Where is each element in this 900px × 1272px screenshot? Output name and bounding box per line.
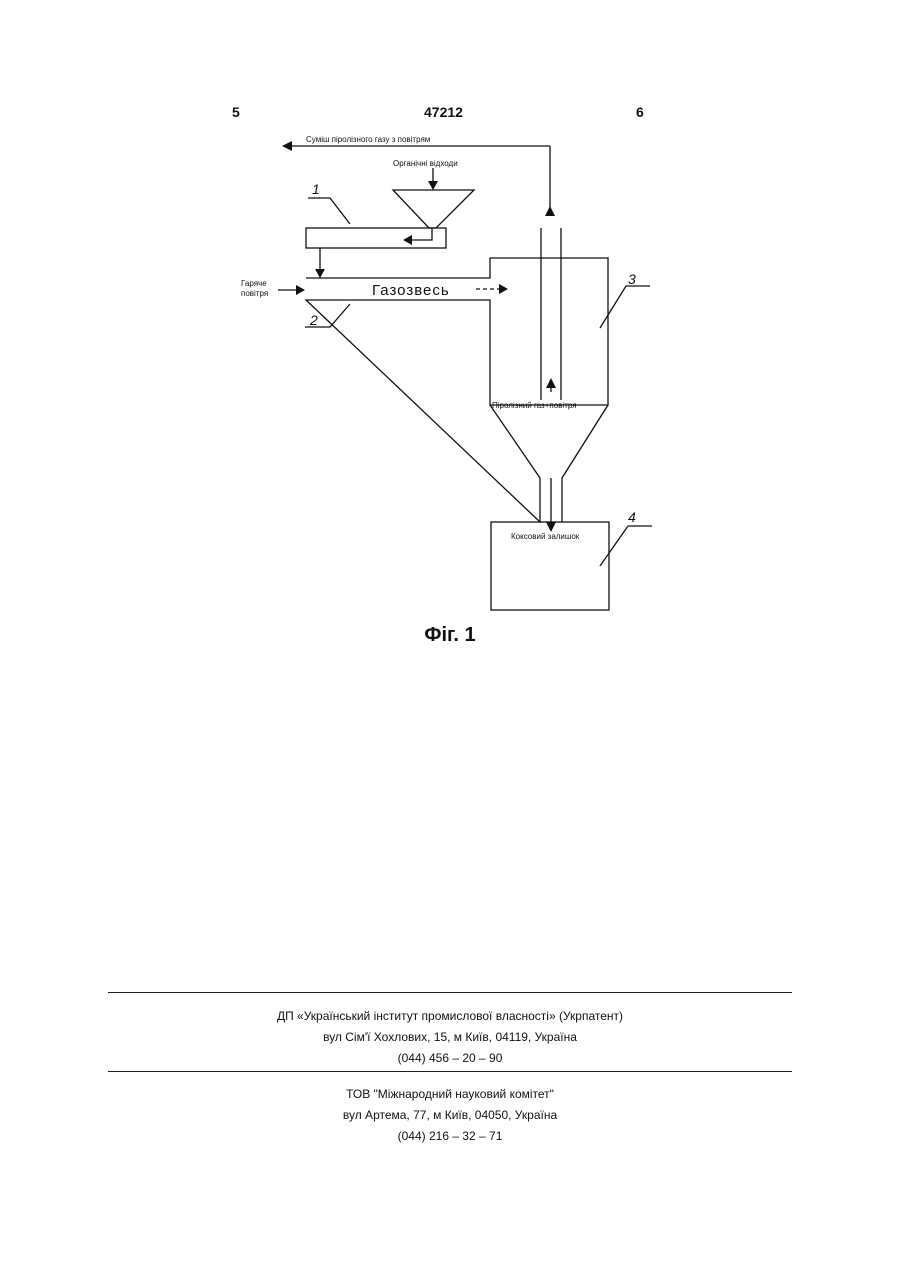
figure-caption: Фіг. 1 [0, 624, 900, 647]
cyclone-body [306, 258, 608, 522]
callout-1: 1 [312, 181, 320, 197]
hot-air-arrowhead [296, 285, 305, 295]
pyrolysis-arrowhead [546, 378, 556, 388]
org1-name: ДП «Український інститут промислової вла… [0, 1009, 900, 1023]
exhaust-arrowhead [282, 141, 292, 151]
exhaust-label: Суміш піролізного газу з повітрям [306, 135, 430, 144]
org2-name: ТОВ "Міжнародний науковий комітет" [0, 1087, 900, 1101]
hopper [393, 190, 474, 228]
callout-2: 2 [309, 312, 318, 328]
org2-phone: (044) 216 – 32 – 71 [0, 1129, 900, 1143]
callout-leader-1 [308, 198, 350, 224]
callout-3: 3 [628, 271, 636, 287]
riser-arrowhead [545, 206, 555, 216]
coke-residue-label: Коксовий залишок [511, 532, 580, 541]
callout-leader-4 [600, 526, 652, 566]
feeder-arrowhead [315, 269, 325, 278]
callout-4: 4 [628, 509, 636, 525]
hopper-outlet-arrowhead [403, 235, 412, 245]
feeder-unit-1 [306, 228, 446, 248]
footer-rule-middle [108, 1071, 792, 1072]
pyrolysis-diagram: Суміш піролізного газу з повітрям Органі… [0, 0, 900, 660]
org1-address: вул Сім'ї Хохлових, 15, м Київ, 04119, У… [0, 1030, 900, 1044]
org2-address: вул Артема, 77, м Київ, 04050, Україна [0, 1108, 900, 1122]
gas-suspension-label: Газозвесь [372, 282, 450, 299]
organic-waste-label: Органічні відходи [393, 159, 458, 168]
footer-rule-top [108, 992, 792, 993]
gas-suspension-arrowhead [499, 284, 508, 294]
residue-arrowhead [546, 522, 556, 532]
pyrolysis-gas-label: Піролізний газ+повітря [492, 401, 577, 410]
waste-arrowhead [428, 181, 438, 190]
hot-air-label-line2: повітря [241, 289, 268, 298]
hot-air-label-line1: Гаряче [241, 279, 267, 288]
org1-phone: (044) 456 – 20 – 90 [0, 1051, 900, 1065]
